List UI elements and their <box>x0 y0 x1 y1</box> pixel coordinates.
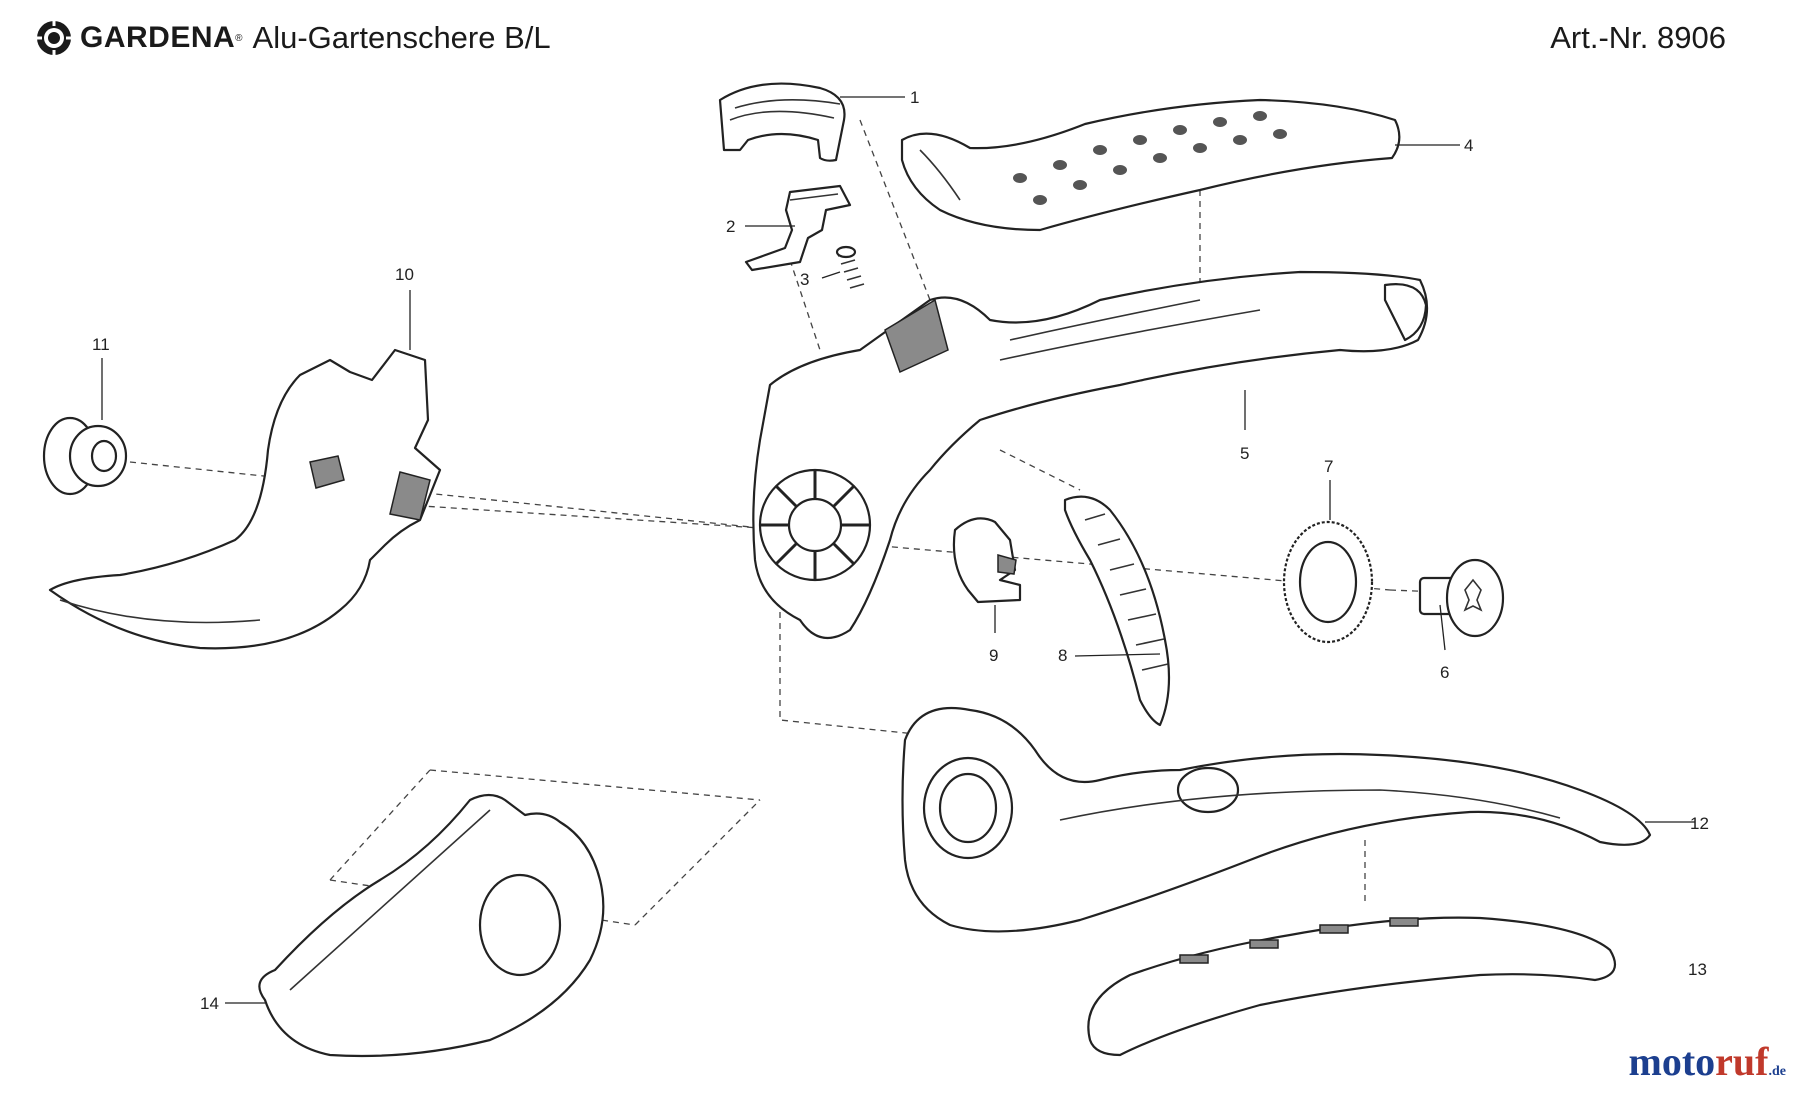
part-6-bolt <box>1418 558 1505 638</box>
part-13-lower-grip <box>1087 916 1617 1057</box>
callout-9: 9 <box>989 646 998 665</box>
watermark-tld: .de <box>1768 1064 1787 1079</box>
gardena-sun-logo-icon <box>36 20 72 56</box>
part-3-spring <box>835 245 865 289</box>
part-4-upper-grip <box>900 98 1401 232</box>
callouts: 1 2 3 4 5 6 7 8 9 10 11 12 13 14 <box>92 88 1709 1013</box>
part-2-clip <box>744 184 852 272</box>
callout-4: 4 <box>1464 136 1473 155</box>
part-10-blade <box>48 348 442 650</box>
watermark-part2: ruf <box>1715 1039 1769 1084</box>
callout-8: 8 <box>1058 646 1067 665</box>
callout-13: 13 <box>1688 960 1707 979</box>
watermark-part1: moto <box>1628 1039 1716 1084</box>
brand-trademark: ® <box>235 32 243 44</box>
part-7-washer <box>1282 520 1374 644</box>
callout-3: 3 <box>800 270 809 289</box>
brand-name: GARDENA <box>80 21 236 54</box>
part-12-lower-handle <box>901 706 1652 933</box>
callout-1: 1 <box>910 88 919 107</box>
callout-2: 2 <box>726 217 735 236</box>
callout-10: 10 <box>395 265 414 284</box>
leader-lines <box>101 96 1695 1004</box>
part-1-cap <box>718 82 846 162</box>
brand: GARDENA ® Alu-Gartenschere B/L <box>34 18 551 58</box>
part-9-latch <box>952 517 1022 604</box>
part-11-nut <box>42 416 128 496</box>
watermark: motoruf.de <box>1629 1038 1786 1085</box>
callout-6: 6 <box>1440 663 1449 682</box>
article-number: Art.-Nr. 8906 <box>1550 20 1726 55</box>
part-8-spring-leaf <box>1063 495 1171 727</box>
callout-5: 5 <box>1240 444 1249 463</box>
header: GARDENA ® Alu-Gartenschere B/L Art.-Nr. … <box>34 14 1766 64</box>
part-5-upper-handle <box>752 270 1429 640</box>
product-title: Alu-Gartenschere B/L <box>252 20 551 55</box>
callout-7: 7 <box>1324 457 1333 476</box>
callout-11: 11 <box>92 335 110 354</box>
callout-14: 14 <box>200 994 219 1013</box>
callout-12: 12 <box>1690 814 1709 833</box>
part-14-anvil-plate <box>258 793 605 1058</box>
